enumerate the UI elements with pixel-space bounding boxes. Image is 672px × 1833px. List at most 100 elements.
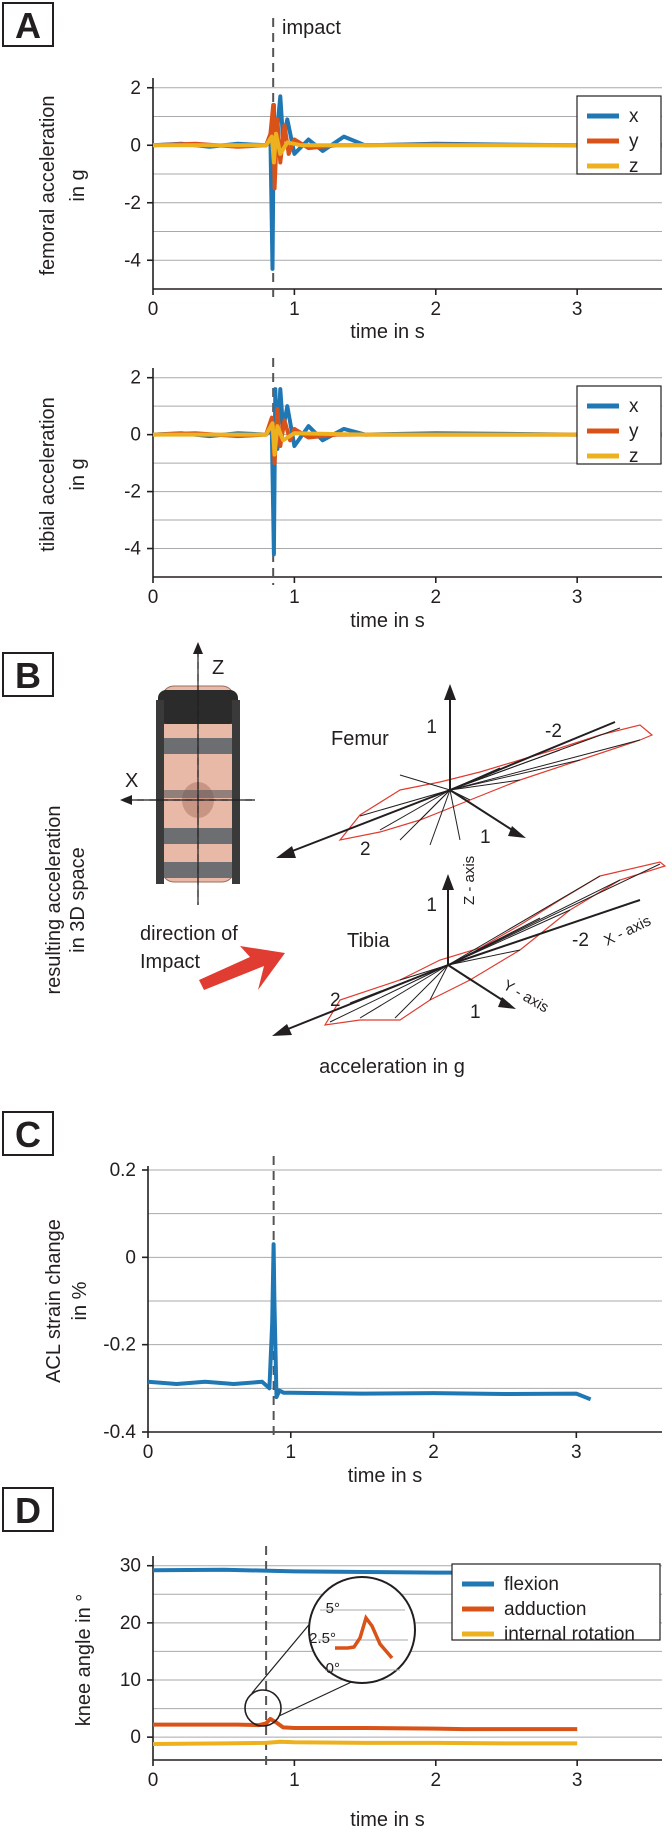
brace-x-label: X [125, 770, 138, 792]
y-tick-label: 2 [130, 368, 141, 389]
y-tick-label: 0 [125, 1247, 136, 1268]
series-line-adduction [153, 1716, 578, 1732]
y-tick-label: -4 [124, 250, 141, 271]
zoom-tick-5: 5° [326, 1600, 340, 1617]
panel-b-box [2, 652, 54, 697]
legend-box [451, 1563, 661, 1641]
x-tick-label: 0 [143, 1442, 154, 1463]
impact-word-label: Impact [140, 951, 200, 973]
x-tick-label: 2 [428, 1442, 439, 1463]
panel-b-xlabel: acceleration in g [319, 1056, 465, 1078]
femur-tick-up: 1 [426, 717, 437, 738]
x-tick-label: 3 [571, 1442, 582, 1463]
zoom-inset: 5° 2.5° 0° [244, 1576, 416, 1727]
y-axis-title: in g [67, 458, 89, 490]
panel-d-box [2, 1487, 54, 1532]
y-tick-label: 0 [130, 1727, 141, 1748]
legend-label-flexion: flexion [504, 1574, 559, 1595]
y-axis-title: knee angle in ° [73, 1594, 95, 1727]
y-tick-label: -2 [124, 482, 141, 503]
femur-tick-neg: -2 [545, 721, 562, 742]
legend-box [576, 385, 662, 465]
zoom-connector-bottom [278, 1677, 361, 1717]
impact-direction-arrow [199, 946, 285, 990]
zoom-source-circle [244, 1689, 282, 1727]
y-tick-label: -4 [124, 539, 141, 560]
legend-label-internal-rotation: internal rotation [504, 1624, 635, 1645]
femur-tick-left: 2 [360, 839, 371, 860]
tibia-tick-neg: -2 [572, 930, 589, 951]
x-tick-label: 2 [430, 1770, 441, 1791]
series-line-z [153, 421, 662, 457]
chart-acl-strain: 0.2 0 -0.2 -0.4 0 1 2 3 time in s ACL strain chan… [43, 1156, 662, 1487]
y-tick-label: 10 [120, 1670, 141, 1691]
y-tick-label: 0.2 [110, 1160, 136, 1181]
panel-a-label: A [15, 5, 41, 46]
panel-b: resulting acceleration in 3D space Z X d… [43, 642, 667, 1078]
y-tick-label: 20 [120, 1613, 141, 1634]
y-axis-label: Y - axis [500, 977, 552, 1017]
legend-label-z: z [629, 446, 639, 467]
x-tick-label: 3 [572, 1770, 583, 1791]
panel-b-label: B [15, 655, 41, 696]
tibia-tick-right: 1 [470, 1002, 481, 1023]
series-line-internal-rotation [152, 1739, 578, 1746]
legend-label-y: y [629, 131, 639, 152]
y-tick-label: 0 [130, 135, 141, 156]
x-tick-label: 1 [289, 299, 300, 320]
y-axis-title: in g [67, 169, 89, 201]
series-line-z [153, 131, 662, 165]
series-line-strain [147, 1242, 592, 1402]
legend-label-x: x [629, 396, 639, 417]
y-axis-title: femoral acceleration [37, 95, 59, 275]
y-tick-label: 2 [130, 78, 141, 99]
direction-label: direction of [140, 923, 238, 945]
x-tick-label: 2 [430, 587, 441, 608]
tibia-tick-up: 1 [426, 895, 437, 916]
x-axis-title: time in s [350, 610, 424, 632]
brace-z-label: Z [212, 657, 224, 679]
x-axis-label: X - axis [601, 912, 653, 949]
tibia-label: Tibia [347, 930, 390, 952]
x-axis-title: time in s [348, 1465, 422, 1487]
y-tick-label: -0.4 [103, 1422, 136, 1443]
panel-a-box [2, 2, 54, 47]
knee-brace-illustration [120, 642, 255, 905]
y-axis-title: tibial acceleration [37, 397, 59, 552]
x-tick-label: 3 [572, 299, 583, 320]
chart-femoral-acceleration: 2 0 -2 -4 0 1 2 3 time in s femoral acceleration i… [37, 18, 662, 343]
x-tick-label: 2 [430, 299, 441, 320]
tibia-tick-left: 2 [330, 990, 341, 1011]
panel-c-box [2, 1111, 54, 1156]
x-tick-label: 0 [148, 299, 159, 320]
y-tick-label: -0.2 [103, 1335, 136, 1356]
x-axis-title: time in s [350, 321, 424, 343]
panel-c-label: C [15, 1114, 41, 1155]
x-axis-title: time in s [350, 1809, 424, 1831]
femur-tick-right: 1 [480, 827, 491, 848]
impact-label: impact [282, 17, 341, 39]
panel-b-ylabel: resulting acceleration [43, 806, 65, 995]
y-tick-label: -2 [124, 193, 141, 214]
legend-box [576, 95, 662, 175]
y-tick-label: 30 [120, 1556, 141, 1577]
femur-3d-plot [276, 684, 654, 858]
panel-b-ylabel-2: in 3D space [67, 847, 89, 953]
x-tick-label: 0 [148, 587, 159, 608]
femur-label: Femur [331, 728, 389, 750]
x-tick-label: 1 [289, 587, 300, 608]
y-axis-title: in % [69, 1281, 91, 1320]
legend-label-adduction: adduction [504, 1599, 586, 1620]
legend-label-y: y [629, 421, 639, 442]
zoom-tick-0: 0° [326, 1660, 340, 1677]
x-tick-label: 3 [572, 587, 583, 608]
x-tick-label: 1 [285, 1442, 296, 1463]
tibia-3d-plot [272, 861, 667, 1036]
panel-d-label: D [15, 1490, 41, 1531]
z-axis-label: Z - axis [461, 856, 478, 905]
y-axis-title: ACL strain change [43, 1219, 65, 1383]
x-tick-label: 1 [289, 1770, 300, 1791]
